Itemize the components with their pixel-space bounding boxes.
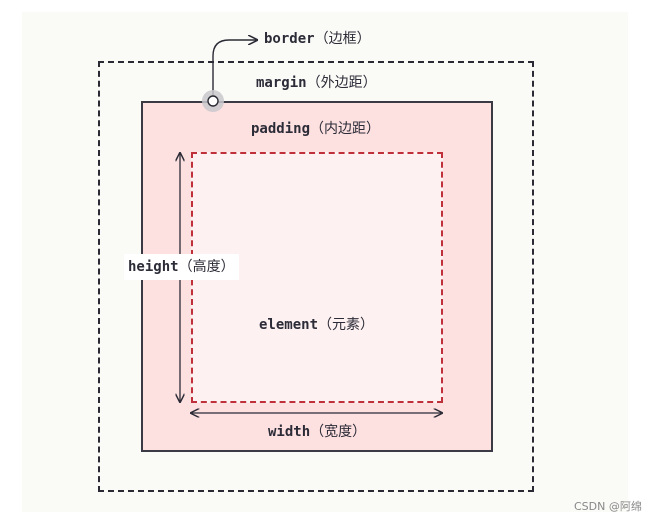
element-label: element（元素）: [259, 316, 374, 334]
watermark: CSDN @阿绵: [574, 500, 642, 513]
width-label-cn: （宽度）: [310, 424, 367, 440]
border-label-en: border: [264, 31, 315, 47]
margin-label-cn: （外边距）: [306, 75, 377, 91]
padding-label: padding（内边距）: [251, 120, 380, 138]
width-label: width（宽度）: [268, 423, 366, 441]
element-label-en: element: [259, 317, 319, 333]
curved-arrow-icon: [212, 40, 256, 100]
padding-label-cn: （内边距）: [310, 121, 381, 137]
margin-label-en: margin: [256, 75, 307, 91]
border-label-cn: （边框）: [314, 31, 371, 47]
padding-label-en: padding: [251, 121, 311, 137]
width-label-en: width: [268, 424, 311, 440]
height-label: height（高度）: [124, 254, 239, 280]
height-label-en: height: [128, 259, 179, 275]
margin-label: margin（外边距）: [256, 74, 377, 92]
height-label-cn: （高度）: [178, 259, 235, 275]
element-label-cn: （元素）: [318, 317, 375, 333]
margin-box: [98, 61, 534, 492]
pointer-dot-icon: [202, 90, 224, 112]
border-label: border（边框）: [264, 30, 371, 48]
